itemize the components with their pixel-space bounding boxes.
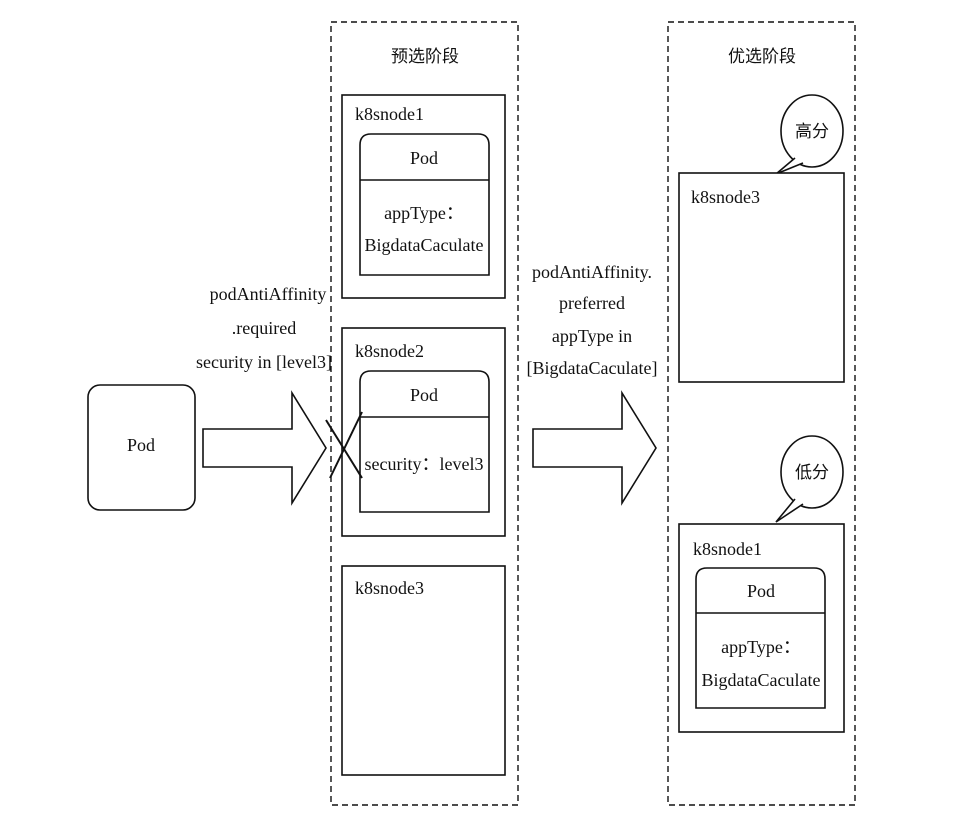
- filter-stage-border: [330, 21, 519, 806]
- score-node-k8snode1-pod-body-2: BigdataCaculate: [702, 670, 821, 690]
- arrow1-label-line2: .required: [232, 318, 296, 338]
- filter-node-k8snode2-pod-title: Pod: [410, 385, 438, 405]
- source-pod-label: Pod: [127, 435, 155, 455]
- reject-x-mark: [325, 411, 363, 479]
- arrow2-label-line2: preferred: [559, 293, 625, 313]
- arrow2-label: podAntiAffinity. preferred appType in [B…: [527, 262, 658, 378]
- score-node-k8snode3: k8snode3: [678, 172, 845, 383]
- arrow2-label-line3: appType in: [552, 326, 632, 346]
- score-node-k8snode3-name: k8snode3: [691, 187, 760, 207]
- arrow1-label-line3: security in [level3]: [196, 352, 332, 372]
- score-stage: 优选阶段 高分 k8snode3 低分 k8snode1 Pod appType…: [667, 21, 856, 806]
- source-pod: Pod: [87, 384, 196, 511]
- score-node-k8snode1-pod-body-1: appType：: [721, 637, 801, 657]
- arrow1-label-line1: podAntiAffinity: [210, 284, 327, 304]
- arrow1-shape: [202, 390, 327, 506]
- filter-node-k8snode3: k8snode3: [341, 565, 506, 776]
- filter-node-k8snode2-name: k8snode2: [355, 341, 424, 361]
- filter-stage-title: 预选阶段: [391, 47, 459, 67]
- arrow2-label-line1: podAntiAffinity.: [532, 262, 652, 282]
- filter-node-k8snode1: k8snode1 Pod appType： BigdataCaculate: [341, 94, 506, 299]
- score-node-k8snode1: k8snode1 Pod appType： BigdataCaculate: [678, 523, 845, 733]
- score-node-k8snode1-name: k8snode1: [693, 539, 762, 559]
- high-score-bubble: 高分: [775, 94, 844, 175]
- score-stage-title: 优选阶段: [728, 47, 796, 67]
- arrow2-label-line4: [BigdataCaculate]: [527, 358, 658, 378]
- filter-stage: 预选阶段 k8snode1 Pod appType： BigdataCacula…: [325, 21, 519, 806]
- filter-node-k8snode1-pod-body-2: BigdataCaculate: [365, 235, 484, 255]
- score-stage-border: [667, 21, 856, 806]
- filter-node-k8snode1-pod-title: Pod: [410, 148, 438, 168]
- arrow2-shape: [532, 390, 657, 506]
- high-score-label: 高分: [795, 122, 829, 142]
- filter-node-k8snode3-name: k8snode3: [355, 578, 424, 598]
- filter-node-k8snode1-name: k8snode1: [355, 104, 424, 124]
- filter-node-k8snode1-pod-body-1: appType：: [384, 203, 464, 223]
- low-score-label: 低分: [795, 463, 829, 483]
- low-score-bubble: 低分: [775, 435, 844, 523]
- score-node-k8snode1-pod-title: Pod: [747, 581, 775, 601]
- filter-node-k8snode2: k8snode2 Pod security：level3: [341, 327, 506, 537]
- filter-node-k8snode2-pod-body-1: security：level3: [365, 454, 484, 474]
- arrow1-label: podAntiAffinity .required security in [l…: [196, 284, 332, 372]
